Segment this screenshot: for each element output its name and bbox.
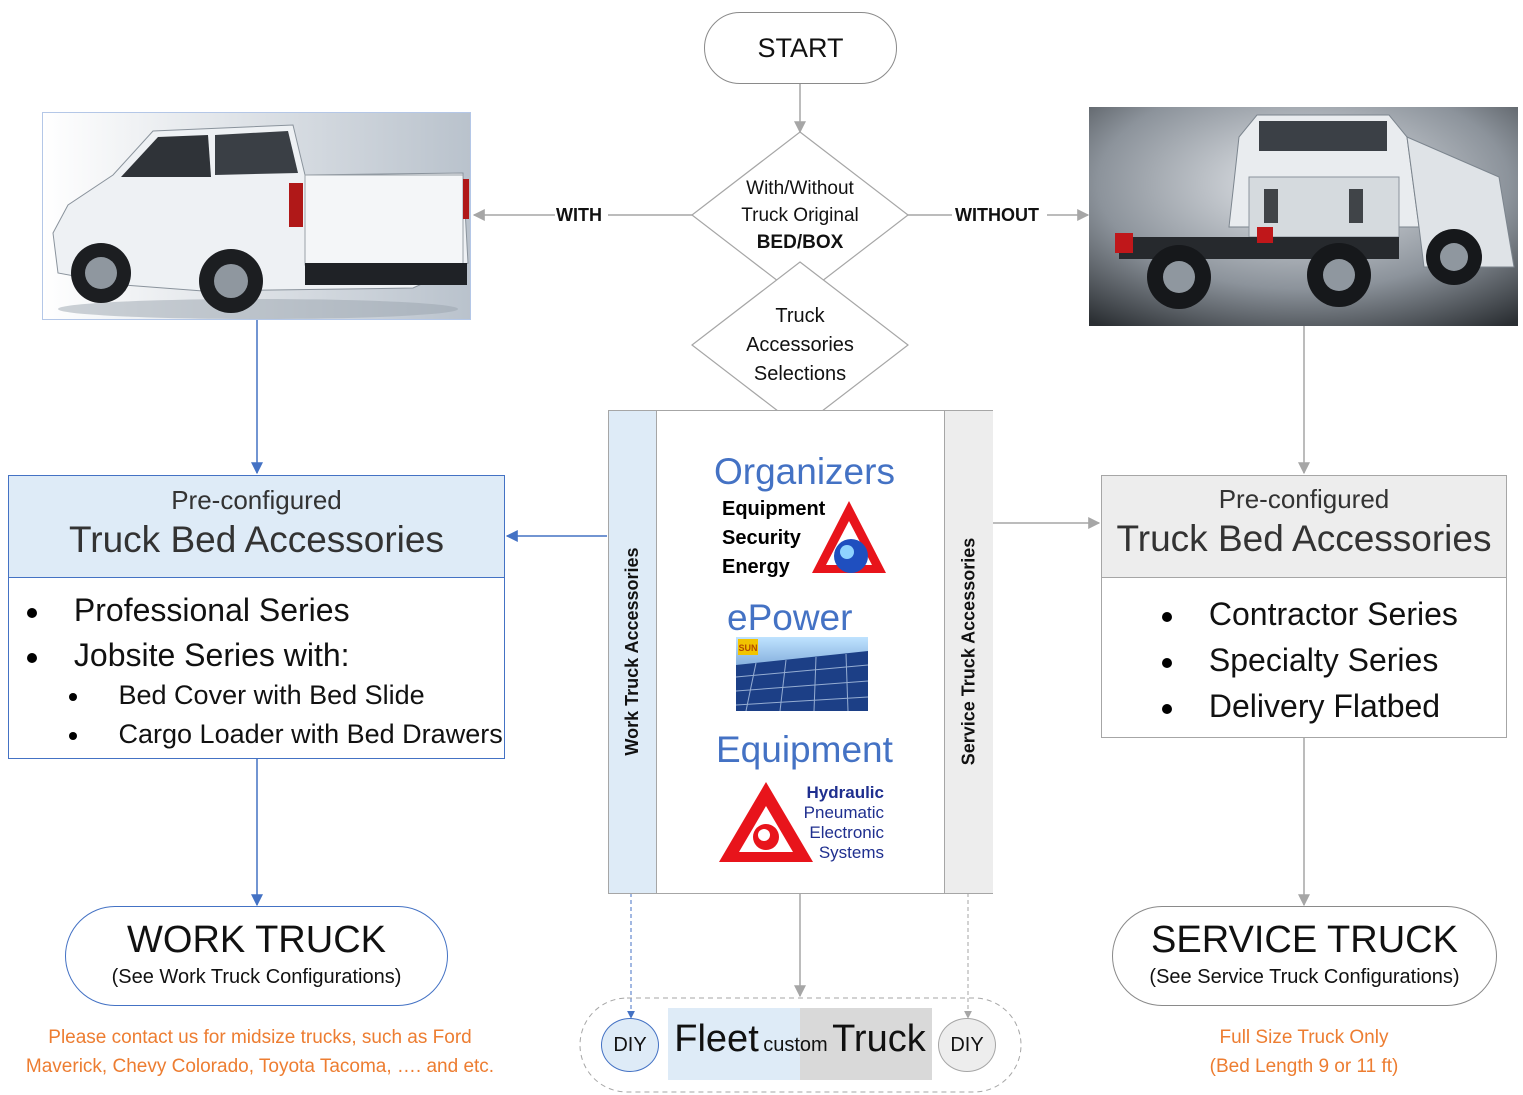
work-truck-title: WORK TRUCK xyxy=(127,919,386,961)
decision-bed-line3: BED/BOX xyxy=(756,232,844,253)
organizers-line-equipment: Equipment xyxy=(722,498,826,520)
service-truck-accessories-tab: Service Truck Accessories xyxy=(944,411,993,893)
truck-with-bed-photo xyxy=(42,112,471,320)
fleet-dashed-outline xyxy=(579,997,1022,1093)
decision-accessories-line1: Truck xyxy=(775,305,825,327)
left-list-item: Jobsite Series with: xyxy=(27,637,350,674)
left-panel-header: Pre-configured Truck Bed Accessories xyxy=(9,476,504,578)
equipment-heading: Equipment xyxy=(716,729,893,770)
work-truck-subtitle: (See Work Truck Configurations) xyxy=(111,966,402,988)
left-sublist-item: Bed Cover with Bed Slide xyxy=(69,680,425,711)
equipment-line-hydraulic: Hydraulic xyxy=(806,783,884,802)
bullet-dot xyxy=(1162,657,1172,668)
left-subitem-label: Bed Cover with Bed Slide xyxy=(118,680,425,710)
work-truck-note-line2: Maverick, Chevy Colorado, Toyota Tacoma,… xyxy=(25,1056,495,1077)
bullet-dot xyxy=(69,692,77,701)
decision-bed-line2: Truck Original xyxy=(741,205,859,226)
work-truck-accessories-tab: Work Truck Accessories xyxy=(609,411,657,893)
organizers-line-energy: Energy xyxy=(722,556,790,578)
left-item-label: Professional Series xyxy=(73,592,350,628)
service-truck-terminal[interactable]: SERVICE TRUCK (See Service Truck Configu… xyxy=(1112,906,1497,1006)
service-truck-title: SERVICE TRUCK xyxy=(1151,919,1458,961)
right-item-label: Contractor Series xyxy=(1208,596,1458,632)
decision-accessories-line3: Selections xyxy=(753,363,847,385)
left-subitem-label: Cargo Loader with Bed Drawers xyxy=(118,719,503,749)
service-truck-accessories-label: Service Truck Accessories xyxy=(958,537,979,766)
work-truck-accessories-label: Work Truck Accessories xyxy=(622,547,642,756)
decision-accessories-line2: Accessories xyxy=(746,334,854,356)
equipment-line-systems: Systems xyxy=(818,843,884,862)
service-truck-note: Full Size Truck Only (Bed Length 9 or 11… xyxy=(1104,1023,1504,1081)
diy-right-button[interactable]: DIY xyxy=(938,1018,996,1072)
bullet-dot xyxy=(27,652,37,663)
bullet-dot xyxy=(69,731,77,740)
organizers-logo xyxy=(812,499,887,575)
service-truck-subtitle: (See Service Truck Configurations) xyxy=(1149,966,1460,988)
diy-left-label: DIY xyxy=(613,1033,647,1056)
right-panel-header: Pre-configured Truck Bed Accessories xyxy=(1102,476,1506,578)
work-truck-terminal[interactable]: WORK TRUCK (See Work Truck Configuration… xyxy=(65,906,448,1006)
service-truck-note-line1: Full Size Truck Only xyxy=(1219,1027,1389,1048)
left-item-label: Jobsite Series with: xyxy=(73,637,350,673)
sun-badge: SUN xyxy=(738,643,757,653)
bullet-dot xyxy=(1162,703,1172,714)
fleet-custom-truck-label: Fleet custom Truck xyxy=(668,1018,932,1061)
work-truck-note-line1: Please contact us for midsize trucks, su… xyxy=(48,1027,472,1048)
fleet-custom-truck-bar xyxy=(668,1008,932,1080)
right-list-item: Contractor Series xyxy=(1162,596,1458,633)
right-panel-subtitle: Pre-configured xyxy=(1218,484,1390,514)
organizers-line-security: Security xyxy=(722,527,801,549)
bullet-dot xyxy=(27,607,37,618)
epower-heading: ePower xyxy=(727,597,853,638)
right-list-item: Delivery Flatbed xyxy=(1162,688,1440,725)
left-list-item: Professional Series xyxy=(27,592,350,629)
right-item-label: Delivery Flatbed xyxy=(1208,688,1441,724)
equipment-line-pneumatic: Pneumatic xyxy=(803,803,884,822)
equipment-logo xyxy=(719,780,814,864)
start-label: START xyxy=(757,32,844,63)
with-label: WITH xyxy=(556,205,602,225)
center-accessories-panel: Work Truck Accessories Service Truck Acc… xyxy=(608,410,993,894)
decision-accessories-text: Truck Accessories Selections xyxy=(720,302,880,389)
organizers-lines: Equipment Security Energy xyxy=(722,495,825,582)
decision-bed-text: With/Without Truck Original BED/BOX xyxy=(720,175,880,256)
without-label: WITHOUT xyxy=(955,205,1039,225)
left-panel-title: Truck Bed Accessories xyxy=(69,519,444,560)
right-list-item: Specialty Series xyxy=(1162,642,1438,679)
equipment-line-electronic: Electronic xyxy=(809,823,884,842)
service-truck-note-line2: (Bed Length 9 or 11 ft) xyxy=(1209,1056,1399,1077)
left-sublist-item: Cargo Loader with Bed Drawers xyxy=(69,719,503,750)
left-accessories-panel: Pre-configured Truck Bed Accessories Pro… xyxy=(8,475,505,759)
start-terminal: START xyxy=(704,12,897,84)
organizers-heading: Organizers xyxy=(714,451,895,492)
right-item-label: Specialty Series xyxy=(1208,642,1439,678)
decision-bed-line1: With/Without xyxy=(746,178,854,199)
diy-left-button[interactable]: DIY xyxy=(601,1018,659,1072)
truck-word: Truck xyxy=(832,1018,926,1060)
fleet-word: Fleet xyxy=(674,1018,759,1060)
solar-panel-image: SUN xyxy=(736,637,868,711)
left-panel-subtitle: Pre-configured xyxy=(171,485,342,515)
work-truck-note: Please contact us for midsize trucks, su… xyxy=(0,1023,520,1081)
truck-without-bed-photo xyxy=(1089,107,1518,326)
right-panel-title: Truck Bed Accessories xyxy=(1116,518,1492,559)
right-accessories-panel: Pre-configured Truck Bed Accessories Con… xyxy=(1101,475,1507,738)
custom-word: custom xyxy=(763,1034,828,1056)
equipment-lines: Hydraulic Pneumatic Electronic Systems xyxy=(784,783,884,863)
diy-right-label: DIY xyxy=(950,1033,984,1056)
bullet-dot xyxy=(1162,611,1172,622)
